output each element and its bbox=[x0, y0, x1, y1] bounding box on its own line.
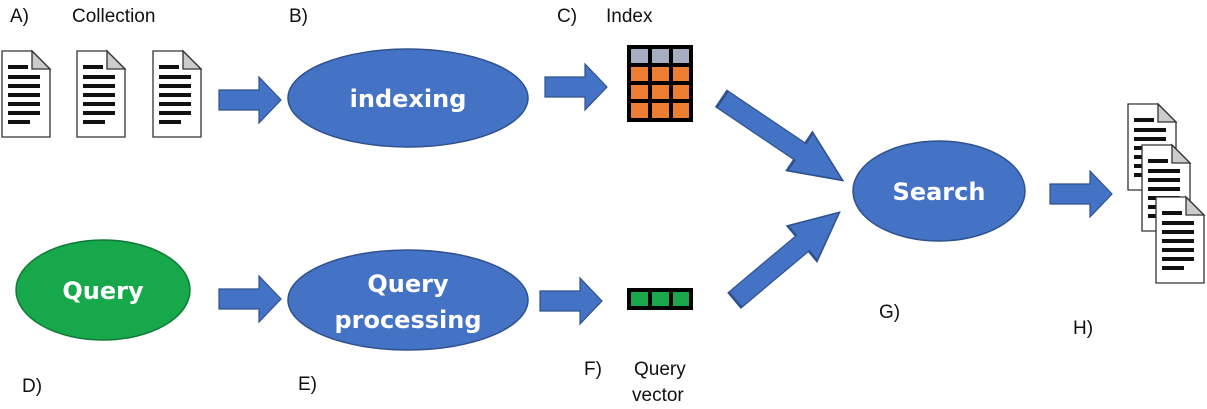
index-label: Index bbox=[606, 6, 653, 27]
document-icon bbox=[76, 50, 126, 138]
label-a: A) bbox=[10, 6, 29, 27]
index-grid-icon bbox=[627, 45, 693, 122]
search-node bbox=[852, 140, 1026, 242]
query-processing-label-line2: processing bbox=[334, 306, 481, 334]
label-g: G) bbox=[879, 302, 900, 323]
indexing-node bbox=[287, 48, 529, 148]
label-f: F) bbox=[584, 359, 602, 380]
query-vector-label-line1: Query bbox=[634, 359, 686, 380]
query-processing-node bbox=[287, 249, 529, 351]
indexing-node-label: indexing bbox=[350, 85, 467, 113]
query-vector-label-line2: vector bbox=[632, 385, 684, 406]
arrow-right-icon bbox=[218, 275, 282, 323]
query-node bbox=[15, 239, 191, 341]
arrow-right-icon bbox=[1049, 170, 1113, 218]
query-node-label: Query bbox=[62, 277, 144, 305]
arrow-right-icon bbox=[707, 78, 857, 201]
document-icon bbox=[1155, 196, 1205, 284]
collection-label: Collection bbox=[72, 6, 155, 27]
arrow-right-icon bbox=[719, 193, 856, 319]
label-c: C) bbox=[557, 6, 577, 27]
label-d: D) bbox=[22, 376, 42, 397]
document-icon bbox=[152, 50, 202, 138]
arrow-right-icon bbox=[544, 63, 608, 111]
query-processing-label-line1: Query bbox=[367, 270, 449, 298]
label-h: H) bbox=[1073, 318, 1093, 339]
arrow-right-icon bbox=[539, 277, 603, 325]
document-icon bbox=[1, 50, 51, 138]
label-e: E) bbox=[298, 374, 317, 395]
query-vector-icon bbox=[627, 288, 693, 310]
search-node-label: Search bbox=[893, 178, 986, 206]
label-b: B) bbox=[289, 6, 308, 27]
arrow-right-icon bbox=[218, 76, 282, 124]
